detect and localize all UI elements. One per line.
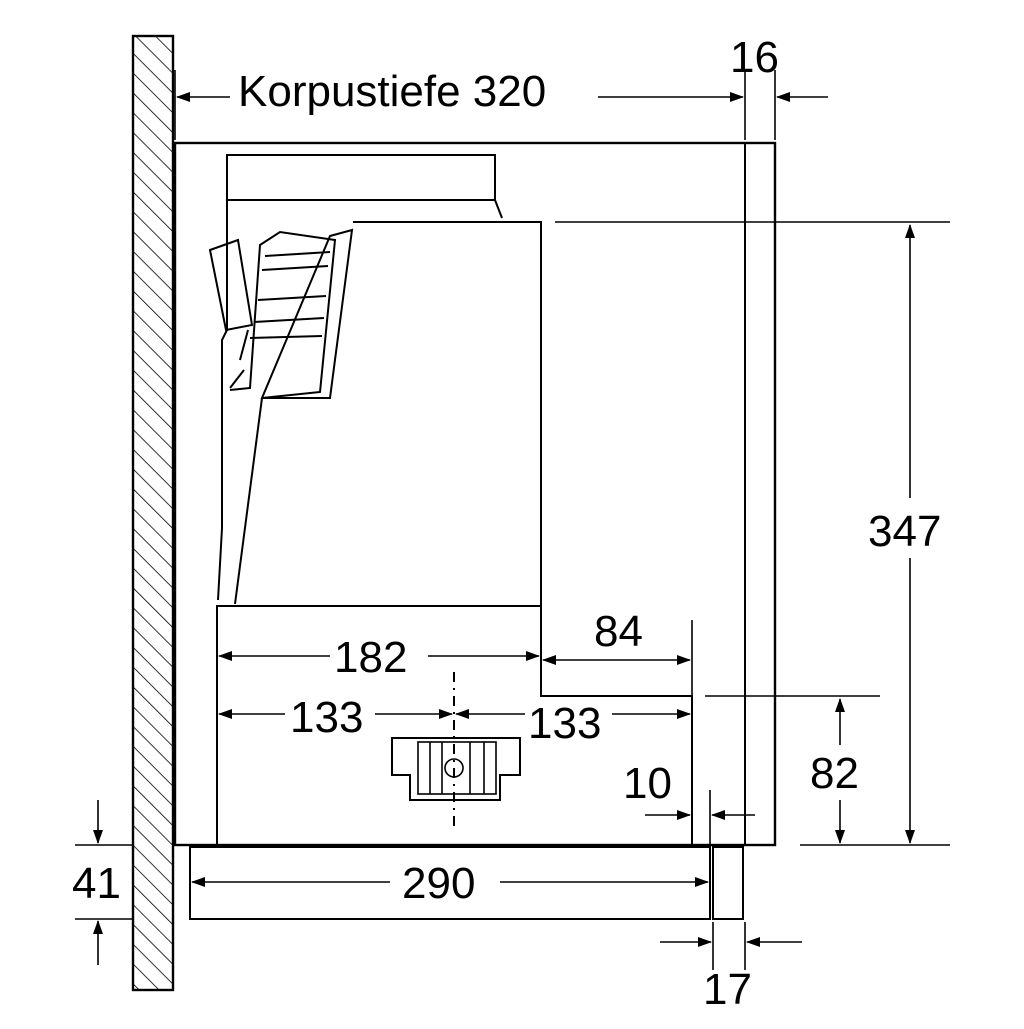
- label-height-total: 347: [868, 507, 941, 556]
- dim-tray-front-17: 17: [660, 922, 802, 1014]
- dim-tray-290: 290: [191, 859, 709, 908]
- label-bottom-41: 41: [72, 859, 121, 908]
- dim-gap-10: 10: [623, 759, 755, 845]
- label-width-182: 182: [334, 633, 407, 682]
- wall: [131, 34, 175, 992]
- dim-half-widths: 133 133: [218, 693, 691, 748]
- dim-bottom-41: 41: [72, 800, 133, 965]
- tray: [189, 846, 744, 920]
- label-cabinet-depth: Korpustiefe 320: [238, 67, 546, 116]
- dim-cabinet-depth: Korpustiefe 320 16: [174, 33, 828, 140]
- label-front-panel: 16: [730, 33, 779, 82]
- label-tray-front-17: 17: [703, 965, 752, 1014]
- label-width-84: 84: [594, 607, 643, 656]
- label-half-right: 133: [528, 699, 601, 748]
- dim-height-total: 347: [555, 221, 956, 846]
- label-tray-290: 290: [402, 859, 475, 908]
- dim-height-82: 82: [705, 695, 880, 844]
- label-half-left: 133: [290, 693, 363, 742]
- bottom-connector: [391, 672, 521, 830]
- label-gap-10: 10: [623, 759, 672, 808]
- label-height-82: 82: [810, 749, 859, 798]
- dim-width-84: 84: [542, 607, 693, 696]
- cabinet-outline: [173, 141, 777, 847]
- hood-body: [208, 154, 693, 845]
- dim-width-182: 182: [218, 633, 540, 682]
